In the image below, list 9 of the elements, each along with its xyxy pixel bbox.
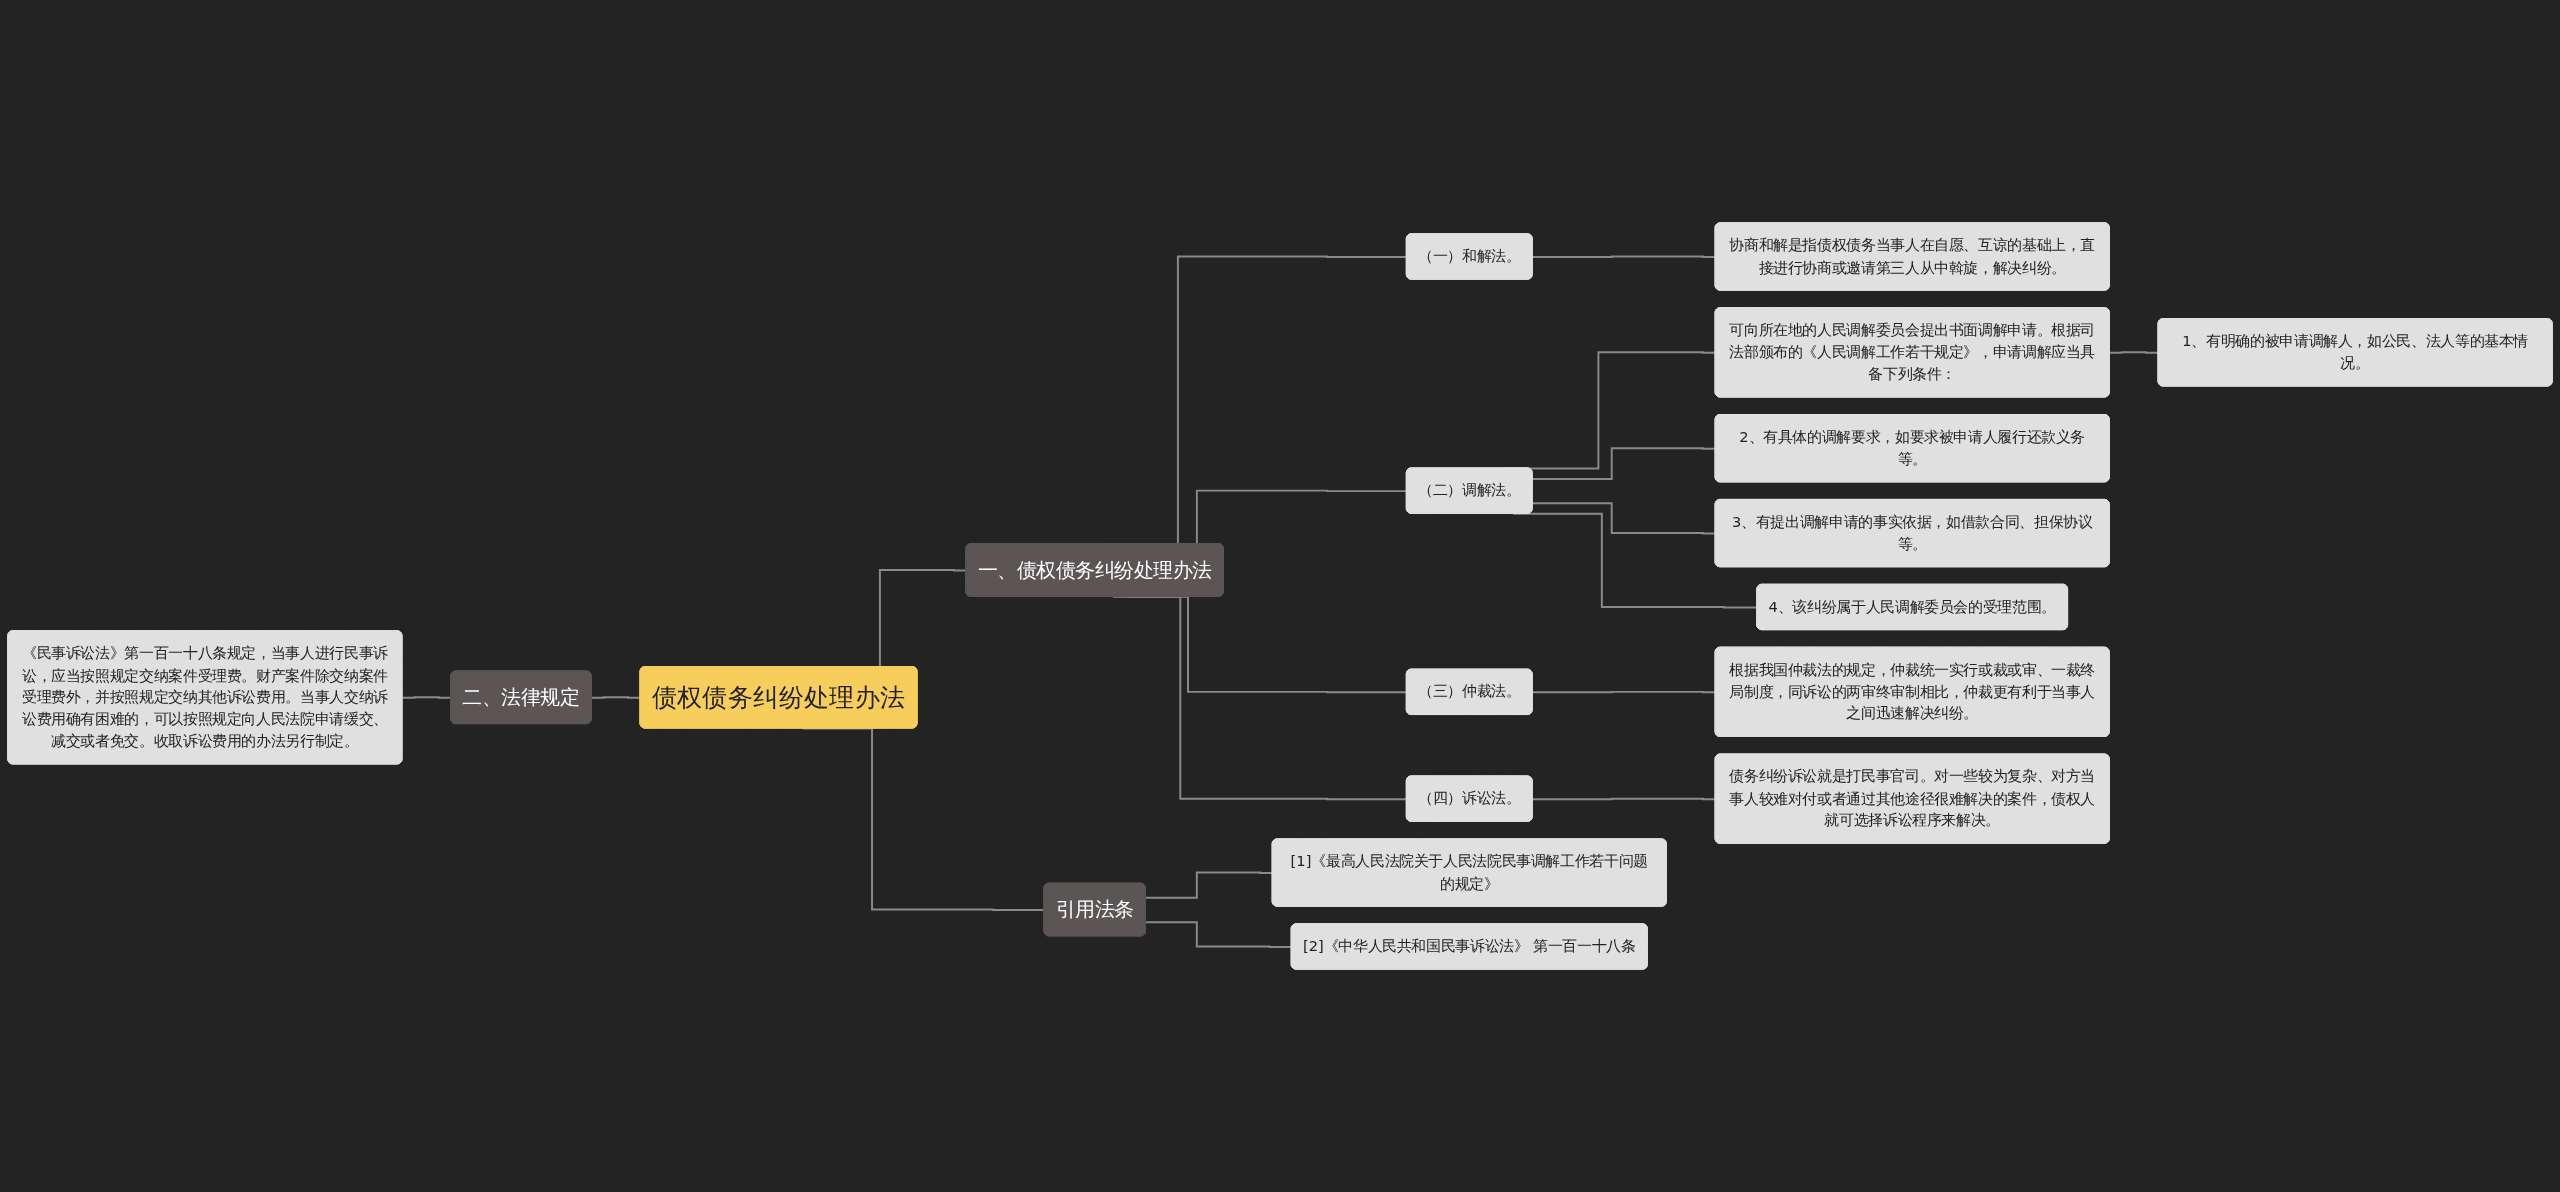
connector — [590, 696, 642, 699]
connector — [1531, 690, 1717, 694]
connector — [1531, 502, 1717, 535]
connector — [1531, 797, 1717, 801]
connector — [1144, 871, 1274, 899]
connector — [1531, 255, 1717, 258]
connector — [1144, 921, 1293, 948]
connector — [2108, 351, 2160, 354]
connector — [1531, 447, 1717, 481]
